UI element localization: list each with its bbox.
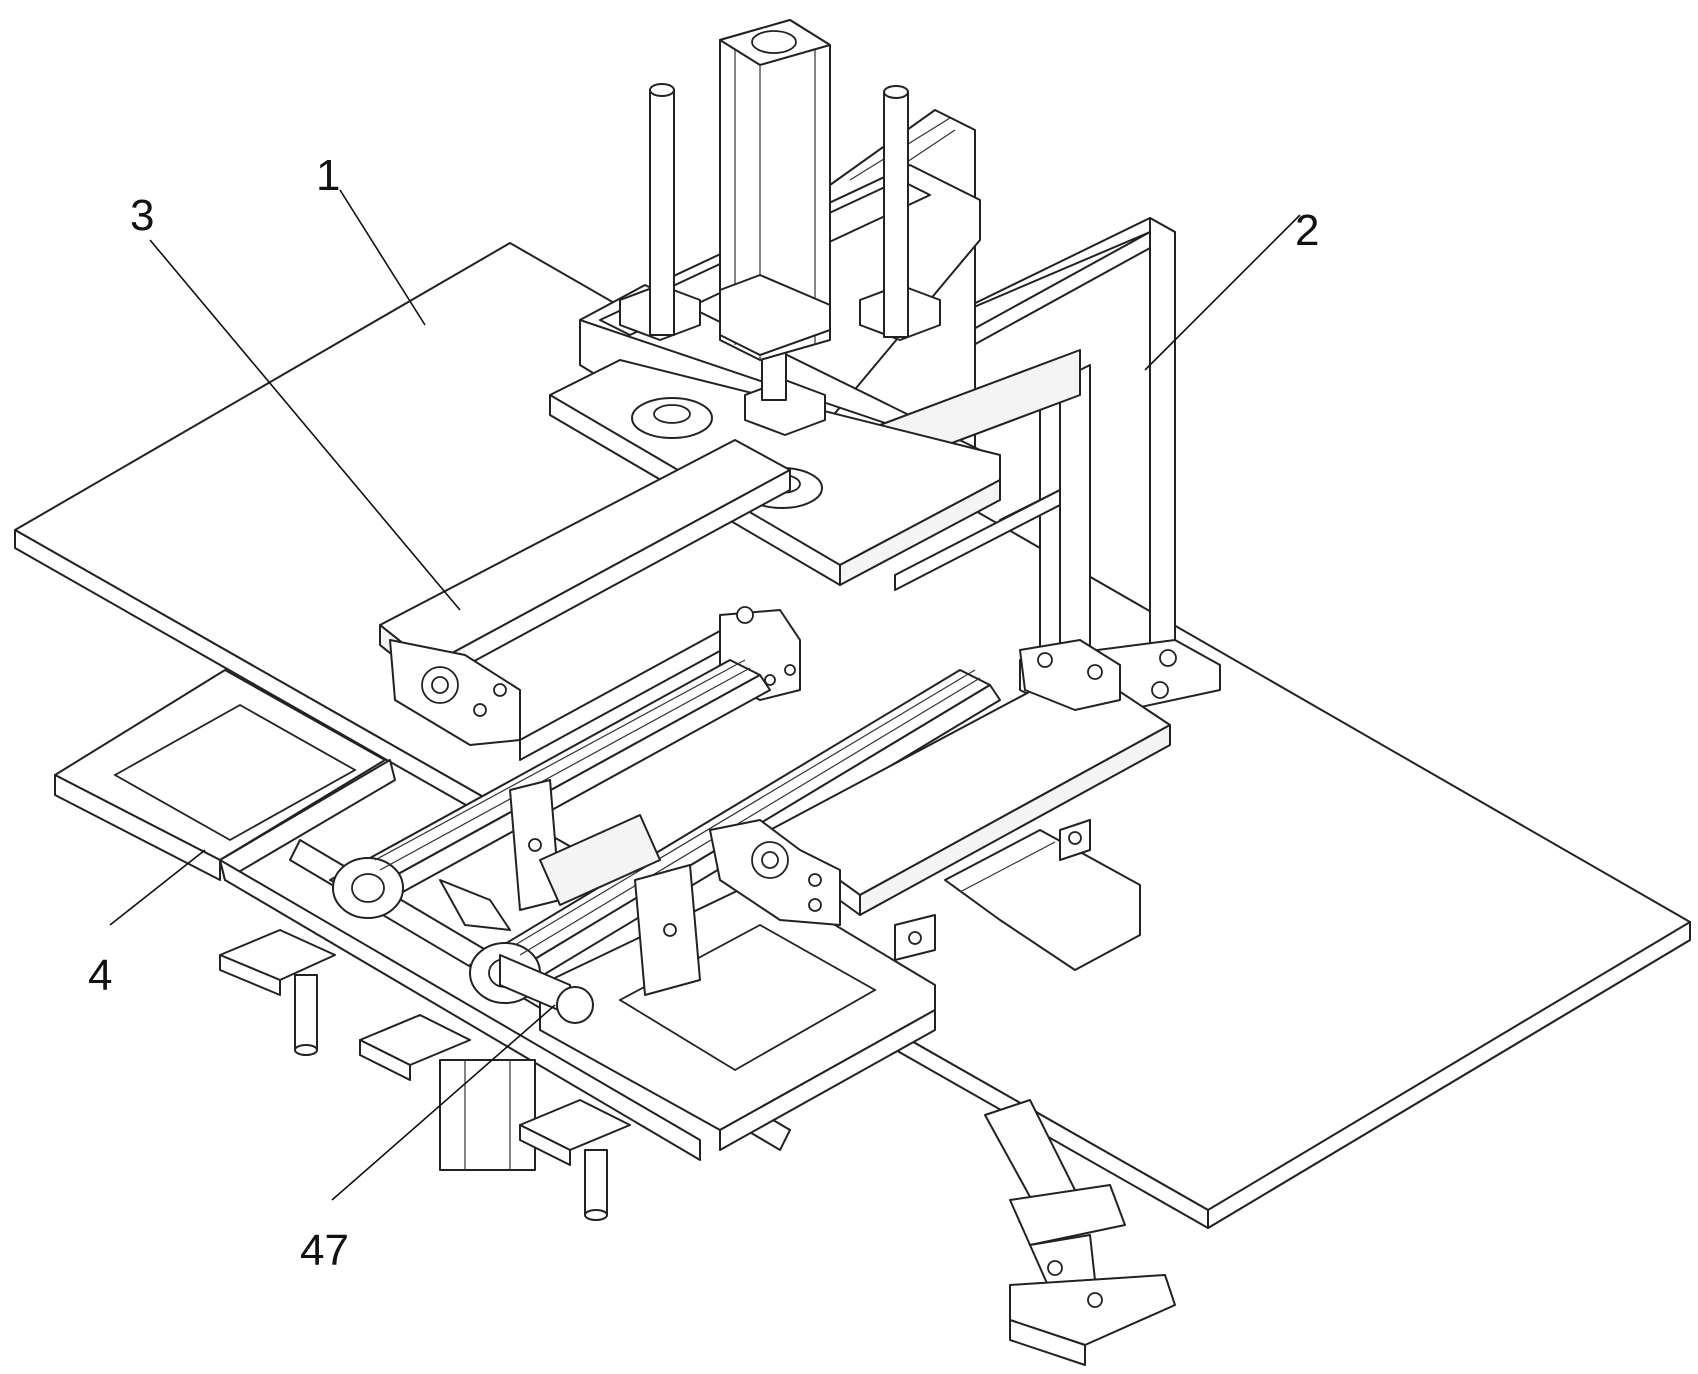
callout-3: 3 (130, 191, 154, 240)
centre-supports (439, 779, 701, 996)
air-cylinder (719, 19, 831, 361)
lower-frame (539, 879, 936, 1151)
callout-4: 4 (88, 951, 112, 1000)
callout-1: 1 (316, 151, 340, 200)
leader-lines (109, 189, 1301, 1201)
lower-posts (219, 929, 631, 1221)
callout-47: 47 (300, 1226, 349, 1275)
lower-cylinder (984, 1099, 1176, 1366)
right-conveyor (709, 639, 1171, 961)
left-conveyor (379, 439, 801, 761)
callout-2: 2 (1295, 206, 1319, 255)
